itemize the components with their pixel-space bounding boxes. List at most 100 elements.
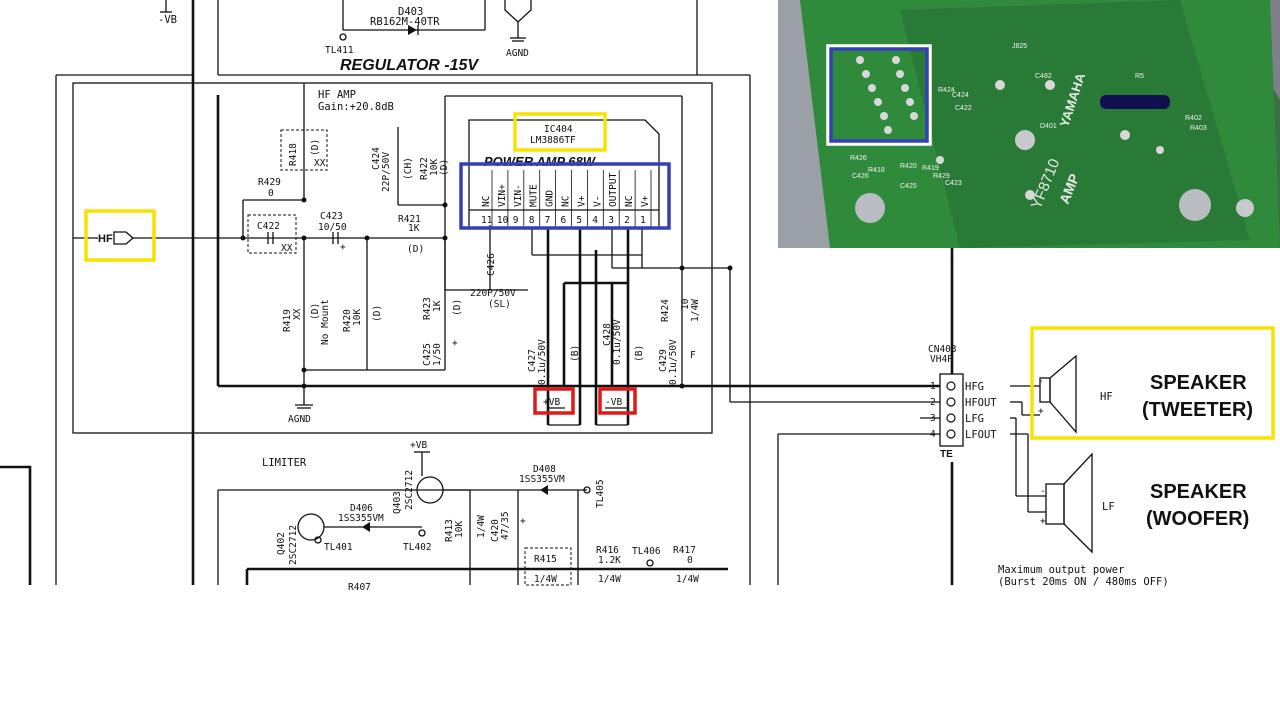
c428-value: 0.1u/50V — [612, 319, 623, 365]
d403-part: RB162M-40TR — [370, 16, 440, 28]
highlight-hf-input — [84, 209, 156, 262]
regulator-section: -VB TL411 D403 RB162M-40TR AGND REGULATO… — [158, 0, 698, 585]
highlight-vb-neg — [598, 387, 637, 415]
d403-label: D403 — [398, 6, 423, 18]
ic404-pin-name: V+ — [576, 195, 587, 207]
ic404-pin-group: NC11VIN+10VIN-9MUTE8GND7NC6V+5V-4OUTPUT3… — [481, 170, 652, 228]
hf-speaker-label: HF — [1100, 391, 1113, 403]
cn403-pin-name: LFOUT — [965, 429, 997, 441]
woofer-speaker-icon — [1063, 452, 1093, 554]
tl405-label: TL405 — [595, 479, 606, 508]
woofer-title-line1: SPEAKER — [1150, 481, 1247, 503]
ic404-pin-name: NC — [561, 196, 572, 207]
agnd-top-label: AGND — [506, 48, 529, 59]
woofer-plus: + — [1040, 516, 1046, 527]
woofer-minus: - — [1040, 486, 1046, 497]
pcb-silk-label: R424 — [938, 87, 955, 94]
r418-value: (D) — [310, 139, 321, 156]
c427-value: 0.1u/50V — [537, 339, 548, 385]
pcb-silk-label: C425 — [900, 183, 917, 190]
r416-value: 1.2K — [598, 555, 621, 566]
cn403-pin-number: 2 — [930, 397, 936, 408]
cn403-pin-name: HFOUT — [965, 397, 997, 409]
r416-power: 1/4W — [598, 574, 621, 585]
pcb-silk-label: R426 — [850, 155, 867, 162]
c425-plus: + — [452, 338, 458, 349]
ic404-pin-name: OUTPUT — [608, 172, 619, 207]
r421-value: 1K — [408, 223, 420, 234]
tweeter-plus: + — [1038, 406, 1044, 417]
r423-value: 1K — [432, 300, 443, 312]
highlight-pcb-pins-white — [826, 44, 932, 146]
d408-part: 1SS355VM — [519, 474, 565, 485]
hf-amp-title: HF AMP — [318, 89, 356, 101]
pcb-silk-label: D401 — [1040, 123, 1057, 130]
c429-type: F — [690, 350, 696, 361]
r422-label: R422 — [419, 157, 430, 180]
limiter-title: LIMITER — [262, 457, 307, 469]
r413-power: 1/4W — [476, 515, 487, 538]
r420-type: (D) — [372, 305, 383, 322]
vb-neg-label: -VB — [158, 14, 177, 26]
ic404-part: LM3886TF — [530, 135, 576, 146]
r423-label: R423 — [422, 297, 433, 320]
r423-type: (D) — [452, 299, 463, 316]
ic404-pin-name: NC — [481, 196, 492, 207]
regulator-title: REGULATOR -15V — [340, 57, 479, 74]
c424-type: (CH) — [403, 157, 414, 180]
pcb-silk-label: C426 — [852, 173, 869, 180]
pcb-silk-label: R429 — [933, 173, 950, 180]
r419-note: No Mount — [320, 299, 331, 345]
r424-value: 10 — [680, 298, 691, 310]
ic404-pin-name: VIN+ — [497, 184, 508, 207]
d403-diode-icon — [408, 25, 417, 35]
tl411-label: TL411 — [325, 45, 354, 56]
highlight-ic-part — [513, 112, 607, 152]
lf-speaker-label: LF — [1102, 501, 1115, 513]
r415-dashed-box — [524, 547, 572, 586]
ic404-title: POWER AMP 68W — [484, 154, 597, 169]
ic404-pin-name: V- — [592, 196, 603, 207]
ic404-pin-number: 4 — [592, 215, 598, 226]
c425-label: C425 — [422, 343, 433, 366]
c422-label: C422 — [257, 221, 280, 232]
c420-plus: + — [520, 516, 526, 527]
c426-label: C426 — [486, 253, 497, 276]
c425-value: 1/50 — [432, 343, 443, 366]
c427-label: C427 — [527, 349, 538, 372]
r420-value: 10K — [352, 309, 363, 326]
ic404-pin-number: 10 — [497, 215, 509, 226]
vb-neg-label-amp: -VB — [605, 397, 622, 408]
r417-label: R417 — [673, 545, 696, 556]
vb-pos-label: +VB — [543, 397, 560, 408]
max-power-line2: (Burst 20ms ON / 480ms OFF) — [998, 576, 1169, 588]
pcb-silk-label: R419 — [922, 165, 939, 172]
q403-part: 2SC2712 — [404, 470, 415, 510]
ic404-pin-name: MUTE — [529, 184, 540, 207]
pcb-silk-label: R402 — [1185, 115, 1202, 122]
cn403-pin-icon — [946, 381, 956, 391]
cn403-pin-icon — [946, 413, 956, 423]
highlight-pcb-pins-blue — [829, 47, 929, 143]
pcb-silk-label: R420 — [900, 163, 917, 170]
r419-value: XX — [292, 308, 303, 320]
tweeter-minus: - — [1038, 376, 1044, 387]
highlight-tweeter — [1030, 326, 1275, 440]
speakers: - + HF SPEAKER (TWEETER) - + LF SPEAKER … — [998, 354, 1253, 588]
tl406-label: TL406 — [632, 546, 661, 557]
r421-type: (D) — [407, 244, 424, 255]
r417-power: 1/4W — [676, 574, 699, 585]
ic404-pin-name: GND — [545, 190, 556, 207]
r416-label: R416 — [596, 545, 619, 556]
r417-value: 0 — [687, 555, 693, 566]
pcb-photo: YAMAHA YF8710 AMP C424C422R424C425R426R4… — [778, 0, 1280, 248]
pcb-silk-label: C424 — [952, 92, 969, 99]
ic404-pin-number: 5 — [576, 215, 582, 226]
c428-type: (B) — [634, 345, 645, 362]
r421-label: R421 — [398, 214, 421, 225]
c429-label: C429 — [658, 349, 669, 372]
ic404-ref: IC404 — [544, 124, 573, 135]
ic404-pin-number: 6 — [561, 215, 567, 226]
tl402-label: TL402 — [403, 542, 432, 553]
cn403-pin-icon — [946, 429, 956, 439]
